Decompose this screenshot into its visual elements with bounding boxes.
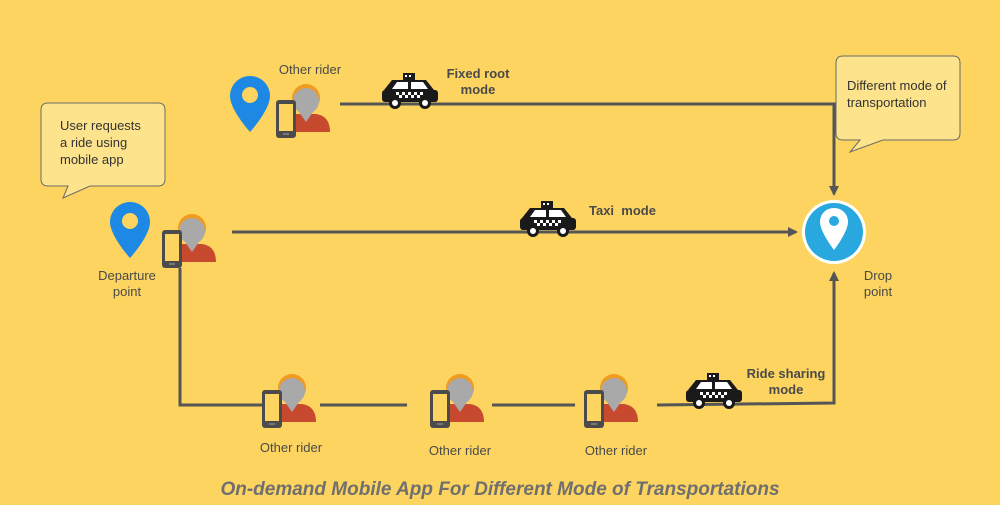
person-with-phone-icon: [276, 84, 330, 138]
callout-line: Different mode of: [847, 78, 947, 93]
departure-label-line: Departure: [98, 268, 156, 283]
ride-sharing-rider-label: Other rider: [428, 443, 492, 458]
drop-label-line: Drop: [863, 268, 893, 283]
person-with-phone-icon: [162, 214, 216, 268]
modes-callout: [835, 55, 961, 154]
fixed-route-rider-label: Other rider: [278, 62, 342, 77]
callout-line: a ride using: [60, 135, 128, 150]
user-request-callout: [40, 102, 166, 199]
person-with-phone-icon: [584, 374, 638, 428]
fixed-route-line: [340, 102, 839, 196]
callout-line: transportation: [847, 95, 927, 110]
user-request-callout-text: User requests a ride using mobile app: [60, 117, 141, 168]
ride-sharing-rider-label: Other rider: [584, 443, 648, 458]
route-lines: [178, 102, 839, 407]
departure-label-line: point: [112, 284, 142, 299]
ride-sharing-line-end: [656, 271, 839, 407]
person-with-phone-icon: [430, 374, 484, 428]
diagram-caption: On-demand Mobile App For Different Mode …: [220, 479, 780, 500]
departure-point-label: Departure point: [86, 268, 168, 300]
mode-label-line: Ride sharing: [746, 366, 826, 381]
modes-callout-text: Different mode of transportation: [847, 77, 946, 111]
ride-sharing-line-start: [178, 268, 262, 407]
map-pin-icon: [230, 76, 270, 132]
fixed-route-mode-label: Fixed root mode: [428, 66, 528, 98]
map-pin-icon: [110, 202, 150, 258]
mode-label-line: mode: [460, 82, 496, 97]
callout-line: mobile app: [60, 152, 124, 167]
mode-label-line: mode: [768, 382, 804, 397]
taxi-mode-label: Taxi mode: [589, 203, 656, 218]
drop-label-line: point: [863, 284, 893, 299]
drop-point-label: Drop point: [844, 268, 912, 300]
callout-line: User requests: [60, 118, 141, 133]
ride-sharing-mode-label: Ride sharing mode: [738, 366, 834, 398]
person-with-phone-icon: [262, 374, 316, 428]
mode-label-line: Fixed root: [446, 66, 510, 81]
destination-pin-icon: [802, 200, 866, 264]
ride-sharing-rider-label: Other rider: [259, 440, 323, 455]
